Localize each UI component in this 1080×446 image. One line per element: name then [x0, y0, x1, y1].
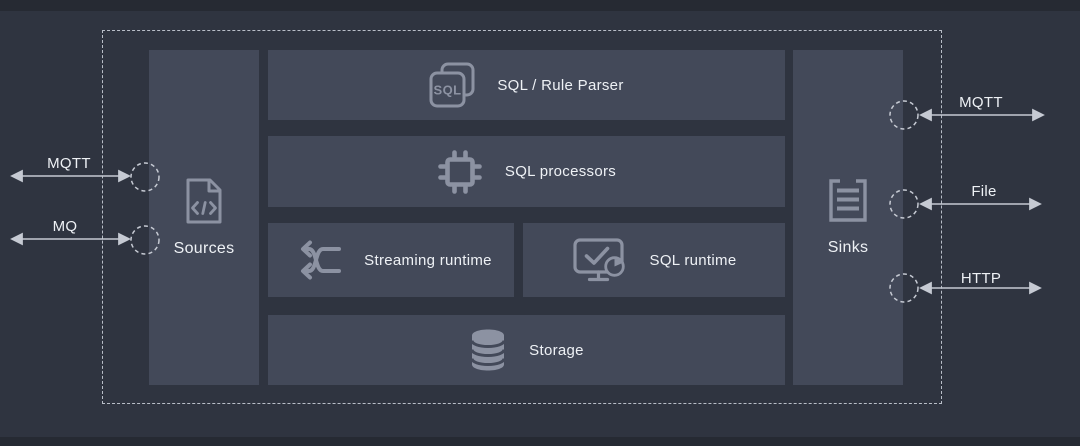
right-flow-label-mqtt: MQTT — [959, 94, 1003, 111]
stack-icon — [829, 179, 867, 222]
left-flow-label-mqtt: MQTT — [47, 155, 91, 172]
top-edge-strip — [0, 0, 1080, 11]
monitor-check-icon — [572, 238, 625, 282]
streaming-runtime-box: Streaming runtime — [268, 223, 514, 297]
sql-runtime-box: SQL runtime — [523, 223, 785, 297]
chip-icon — [438, 149, 482, 194]
sql-processors-label: SQL processors — [504, 163, 617, 180]
rule-parser-box: SQL SQL / Rule Parser — [268, 50, 785, 120]
streaming-runtime-label: Streaming runtime — [364, 251, 492, 269]
sinks-box: Sinks — [793, 50, 903, 385]
left-flow-label-mq: MQ — [52, 218, 78, 235]
right-flow-label-file: File — [971, 183, 997, 200]
sql-copy-icon: SQL — [429, 62, 475, 108]
sql-runtime-label: SQL runtime — [649, 251, 737, 269]
sql-processors-box: SQL processors — [268, 136, 785, 207]
right-flow-label-http: HTTP — [960, 270, 1002, 287]
sources-label: Sources — [173, 240, 235, 257]
bottom-edge-strip — [0, 437, 1080, 446]
sinks-label: Sinks — [827, 239, 869, 256]
storage-label: Storage — [529, 341, 584, 359]
rule-parser-label: SQL / Rule Parser — [497, 76, 624, 94]
code-file-icon — [186, 178, 222, 224]
sql-icon-text: SQL — [434, 83, 462, 98]
sources-box: Sources — [149, 50, 259, 385]
storage-box: Storage — [268, 315, 785, 385]
system-boundary — [102, 30, 942, 404]
database-icon — [470, 329, 506, 371]
shuffle-icon — [301, 240, 342, 280]
